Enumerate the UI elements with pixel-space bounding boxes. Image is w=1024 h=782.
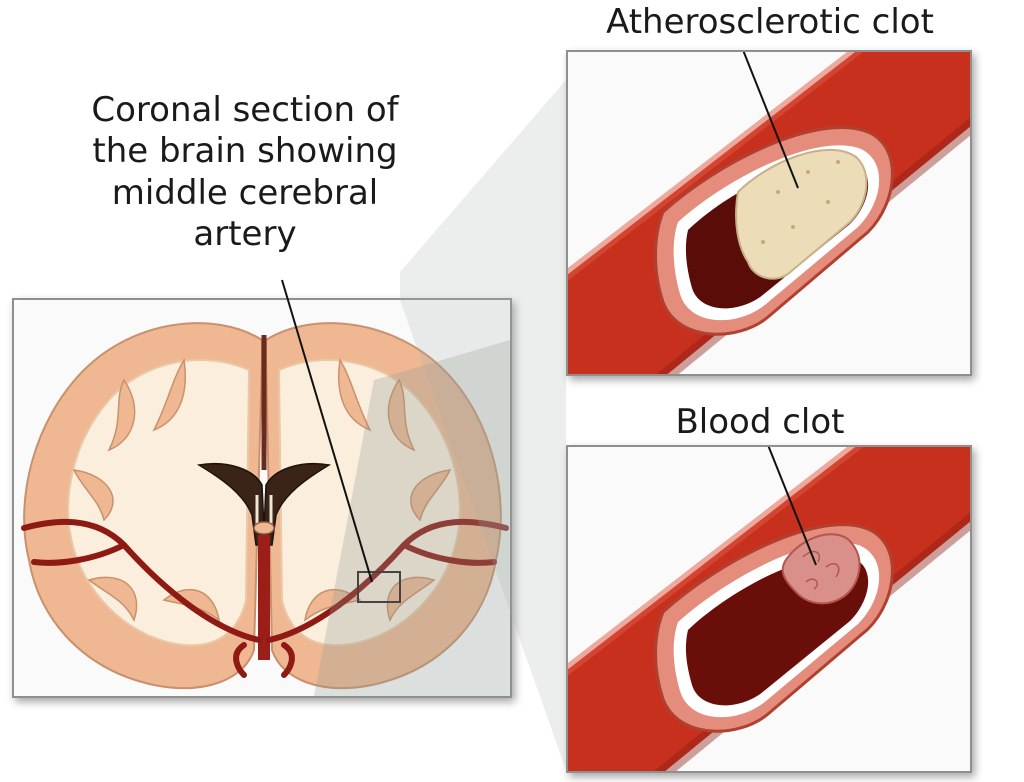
caption-line-3: middle cerebral [111, 172, 379, 213]
blood-clot-thrombus [781, 533, 861, 605]
brain-coronal-section-panel [12, 298, 512, 698]
blood-clot-label: Blood clot [675, 402, 845, 442]
caption-line-2: the brain showing [92, 131, 398, 172]
atherosclerotic-clot-panel [566, 50, 972, 376]
atherosclerotic-clot-label: Atherosclerotic clot [606, 2, 934, 42]
blood-clot-artery-illustration [568, 447, 970, 771]
atherosclerotic-plaque [735, 148, 868, 280]
caption-line-1: Coronal section of [91, 90, 399, 130]
brain-section-caption: Coronal section of the brain showing mid… [40, 90, 450, 256]
right-middle-cerebral-artery [266, 518, 509, 643]
atherosclerotic-artery-illustration [568, 52, 970, 374]
blood-clot-panel [566, 445, 972, 773]
zoom-region-box [357, 571, 401, 603]
caption-line-4: artery [193, 214, 297, 255]
brain-illustration [21, 322, 510, 696]
left-middle-cerebral-artery [21, 518, 262, 643]
left-white-matter [67, 359, 251, 647]
